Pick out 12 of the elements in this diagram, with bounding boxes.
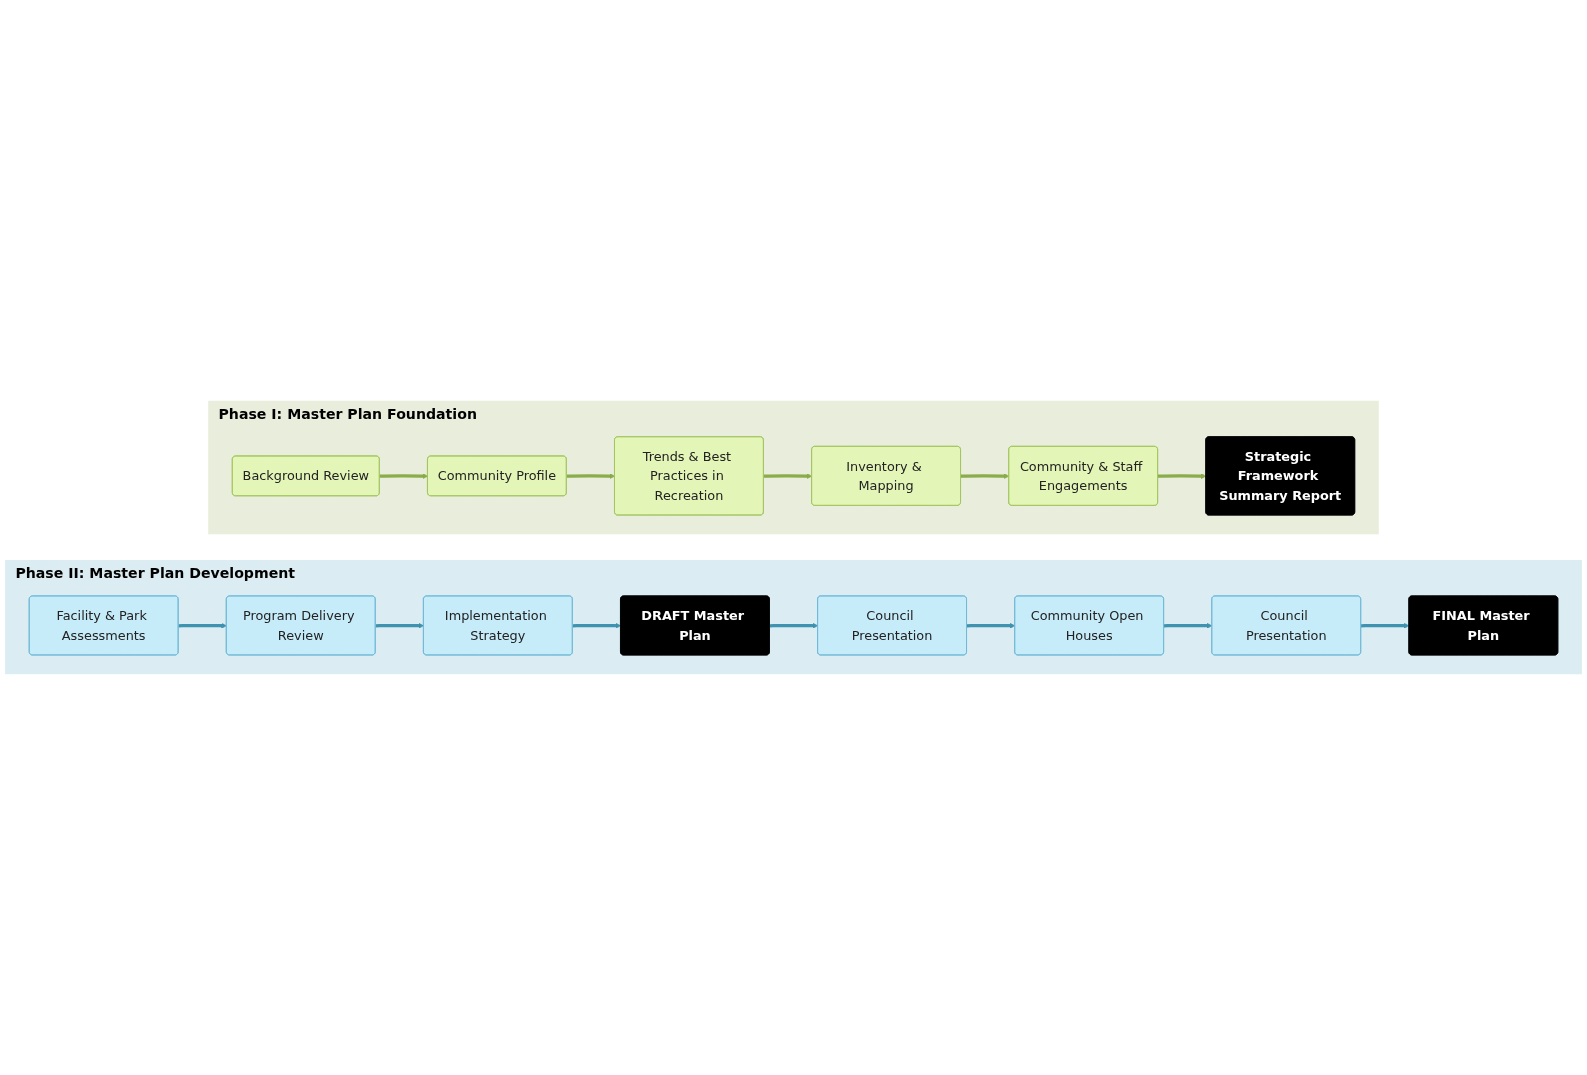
arrow	[178, 622, 227, 629]
arrow	[1361, 622, 1410, 629]
arrow	[769, 622, 819, 629]
arrow	[960, 473, 1010, 479]
arrow	[1157, 473, 1207, 479]
arrow	[566, 473, 616, 479]
arrow	[966, 622, 1016, 629]
arrow	[1163, 622, 1213, 629]
arrow	[379, 473, 429, 479]
arrow	[763, 473, 813, 479]
arrow	[572, 622, 622, 629]
arrow	[375, 622, 424, 629]
